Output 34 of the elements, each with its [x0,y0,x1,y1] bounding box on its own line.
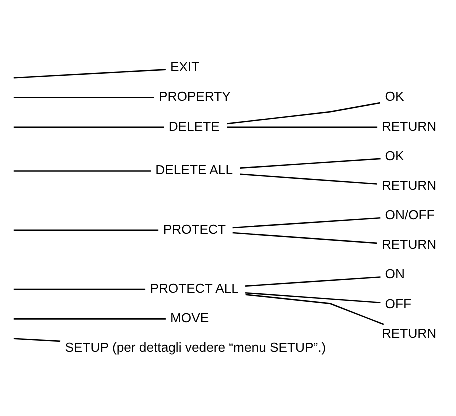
node-text: DELETE ALL [156,162,234,178]
node-text: SETUP (per dettagli vedere “menu SETUP”.) [65,340,326,355]
connector [14,288,146,290]
node-text: RETURN [382,177,437,192]
connector [246,276,381,286]
connector [232,216,381,228]
connector [14,126,164,128]
node-text: DELETE [168,118,220,134]
node-text: RETURN [382,236,437,252]
node-text: ON [385,266,405,282]
connector [246,294,384,325]
node-text: RETURN [382,118,437,134]
connector [14,68,166,78]
connector [246,292,381,304]
node-text: ON/OFF [385,207,435,222]
connector [14,96,154,98]
node-text: OK [385,88,404,104]
node-text: RETURN [382,325,437,340]
connector [240,173,378,184]
node-text: PROTECT ALL [150,280,239,296]
connector [14,338,61,342]
node-text: PROPERTY [158,88,231,104]
connector [14,170,152,172]
node-text: PROTECT [163,221,226,236]
node-text: OFF [385,296,412,311]
connector [232,232,378,244]
connector [227,126,378,128]
connector [14,229,159,231]
connector [14,318,166,320]
node-text: OK [385,148,404,163]
node-text: EXIT [170,59,200,74]
node-text: MOVE [170,310,210,326]
connector [240,158,381,168]
connector [227,102,381,124]
